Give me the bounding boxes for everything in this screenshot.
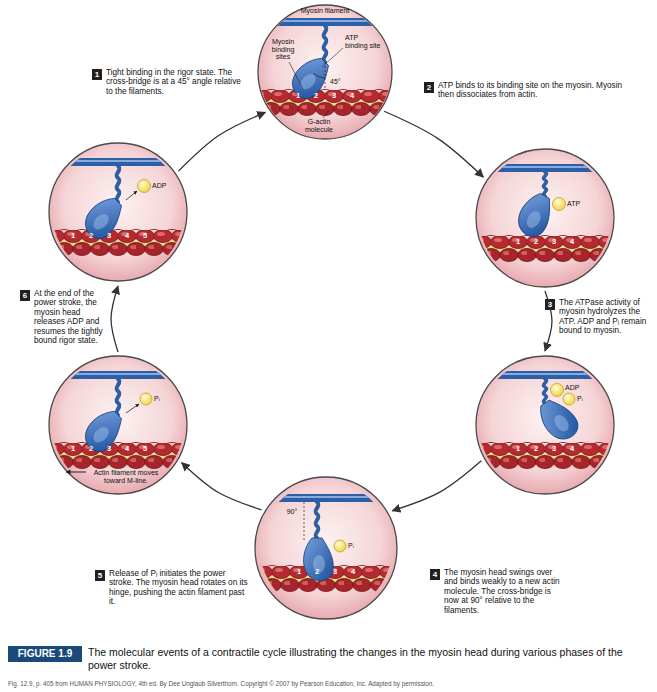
part-label: Myosin filament	[301, 7, 350, 15]
step-number-badge: 6	[20, 290, 30, 301]
step-number: 4	[433, 571, 437, 579]
cycle-stage-circle: Pᵢ 1 2 3 4 5Actin filament moves toward M-lin…	[48, 355, 188, 495]
circle-shape	[49, 356, 187, 494]
part-label: G-actin molecule	[296, 118, 342, 133]
actin-number: 1	[296, 92, 300, 100]
actin-number: 5	[143, 445, 147, 453]
part-label: Actin filament moves toward M-line.	[86, 469, 166, 484]
step-number-badge: 1	[92, 69, 102, 80]
actin-number: 2	[534, 238, 538, 246]
cycle-arrow	[545, 291, 552, 351]
figure-number-box: FIGURE 1.9	[8, 646, 82, 662]
cycle-arrow	[392, 461, 481, 511]
actin-number: 3	[552, 445, 556, 453]
actin-number: 1	[516, 445, 520, 453]
actin-number: 1	[516, 238, 520, 246]
actin-number: 5	[143, 232, 147, 240]
figure-number: FIGURE 1.9	[18, 649, 72, 659]
cycle-arrow	[384, 111, 483, 177]
figure-caption: The molecular events of a contractile cy…	[88, 646, 648, 671]
actin-number: 4	[125, 445, 129, 453]
step-description: The myosin head swings over and binds we…	[444, 568, 562, 615]
circle-shape	[258, 5, 392, 139]
step-number-badge: 4	[430, 569, 440, 580]
credit-line: Fig. 12.9, p. 405 from HUMAN PHYSIOLOGY,…	[8, 680, 653, 687]
cycle-arrow	[111, 286, 118, 352]
circle-outline	[48, 142, 188, 282]
actin-number: 1	[71, 232, 75, 240]
part-label: Pᵢ	[577, 395, 583, 403]
cycle-stage-circle: ATP 1 2 3 4	[475, 148, 615, 288]
circle-shape	[255, 477, 397, 619]
part-label: ATP binding site	[345, 34, 381, 49]
step-number: 6	[23, 292, 27, 300]
actin-number: 3	[107, 445, 111, 453]
actin-number: 3	[552, 238, 556, 246]
circle-shape	[476, 149, 614, 287]
actin-number: 2	[534, 445, 538, 453]
actin-number: 3	[333, 568, 337, 576]
circle-shape	[476, 356, 614, 494]
step-number-badge: 2	[424, 82, 434, 93]
step-description: At the end of the power stroke, the myos…	[34, 289, 106, 346]
cycle-arrow	[178, 112, 265, 171]
actin-number: 2	[314, 92, 318, 100]
actin-number: 2	[89, 445, 93, 453]
part-label: Pᵢ	[348, 542, 354, 550]
actin-number: 1	[297, 568, 301, 576]
cycle-stage-circle: ADP Pᵢ 1 2 3 4	[475, 355, 615, 495]
circle-outline	[475, 148, 615, 288]
step-description: The ATPase activity of myosin hydrolyzes…	[559, 298, 653, 336]
actin-number: 4	[351, 568, 355, 576]
step-number: 3	[548, 301, 552, 309]
step-number: 2	[427, 84, 431, 92]
part-label: 45°	[330, 78, 341, 86]
actin-number: 4	[350, 92, 354, 100]
actin-number: 3	[107, 232, 111, 240]
step-number: 5	[98, 572, 102, 580]
actin-number: 2	[89, 232, 93, 240]
cycle-stage-circle: ADP 1 2 3 4 5	[48, 142, 188, 282]
part-label: ADP	[565, 384, 579, 392]
circle-outline	[475, 355, 615, 495]
cycle-arrow	[182, 463, 262, 510]
part-label: Myosin binding sites	[268, 38, 298, 61]
circle-outline	[254, 476, 398, 620]
cycle-stage-circle: 90° Pᵢ 1 2 3 4	[254, 476, 398, 620]
step-description: Release of Pᵢ initiates the power stroke…	[109, 569, 249, 607]
actin-number: 3	[332, 92, 336, 100]
step-description: Tight binding in the rigor state. The cr…	[106, 68, 248, 96]
actin-number: 4	[570, 445, 574, 453]
step-number-badge: 5	[95, 570, 105, 581]
step-description: ATP binds to its binding site on the myo…	[438, 81, 624, 100]
actin-number: 2	[315, 568, 319, 576]
part-label: ATP	[567, 200, 580, 208]
actin-number: 1	[71, 445, 75, 453]
step-number-badge: 3	[545, 299, 555, 310]
part-label: 90°	[287, 508, 298, 516]
cycle-stage-circle: Myosin filamentMyosin binding sites 45° AT…	[257, 4, 393, 140]
circle-shape	[49, 143, 187, 281]
part-label: ADP	[152, 182, 166, 190]
actin-number: 4	[570, 238, 574, 246]
step-number: 1	[95, 71, 99, 79]
actin-number: 4	[125, 232, 129, 240]
part-label: Pᵢ	[154, 395, 160, 403]
